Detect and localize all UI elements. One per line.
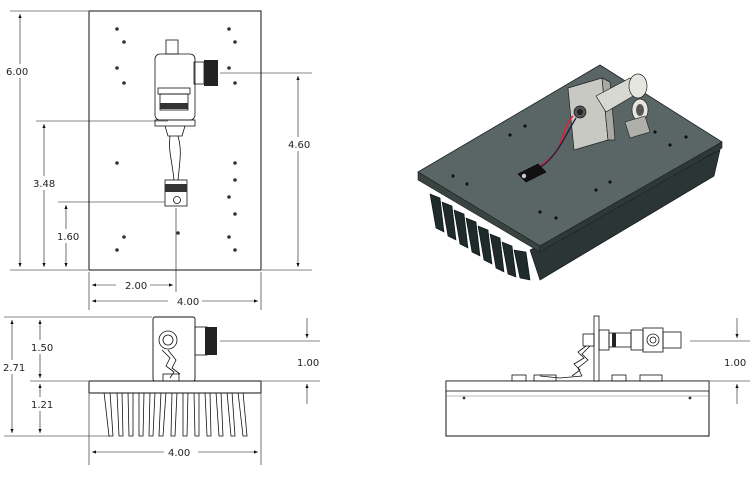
dim-overall-height: 6.00 [6, 67, 28, 78]
dim-fin-depth: 1.21 [31, 400, 53, 411]
front-fins [103, 391, 248, 437]
dim-top-overall-width: 4.00 [177, 297, 199, 308]
dim-total-height: 2.71 [3, 363, 25, 374]
dim-connector-offset: 2.00 [125, 281, 147, 292]
isometric-view [417, 64, 723, 281]
side-view: 1.00 [445, 315, 750, 437]
side-dimension-lines [690, 318, 750, 404]
dim-front-overall-width: 4.00 [168, 448, 190, 459]
top-view: 6.00 4.60 3.48 1.60 2.00 4.00 [4, 10, 314, 310]
dim-front-connector-height: 1.00 [297, 358, 319, 369]
dim-lead-position: 3.48 [33, 179, 55, 190]
dim-side-connector-height: 1.00 [724, 358, 746, 369]
front-view: 2.71 1.50 1.21 1.00 4.00 [2, 316, 320, 465]
heatsink-fins [429, 193, 531, 281]
dim-connector-center: 4.60 [288, 140, 310, 151]
top-connector-assembly [154, 39, 218, 207]
top-view-plate [88, 10, 262, 271]
mounting-holes [115, 27, 237, 252]
dim-module-position: 1.60 [57, 232, 79, 243]
front-base-plate [88, 380, 262, 394]
dim-bracket-height: 1.50 [31, 343, 53, 354]
